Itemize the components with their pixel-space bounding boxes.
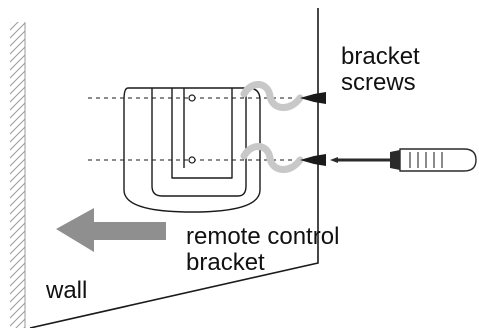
label-bracket-screws-line2: screws — [341, 69, 416, 96]
wall-plane — [29, 8, 319, 328]
remote-control-bracket — [123, 87, 261, 213]
top-screw-icon — [300, 92, 326, 104]
bottom-screw-guide — [88, 156, 316, 164]
label-remote-control-bracket-line2: bracket — [186, 249, 265, 276]
curl-arrow-bottom — [240, 143, 304, 173]
label-remote-control-bracket: remote control bracket — [186, 224, 386, 276]
curl-arrow-top — [240, 81, 304, 111]
label-bracket-screws: bracket screws — [341, 44, 471, 96]
bottom-screw-icon — [300, 154, 326, 166]
label-wall: wall — [46, 277, 88, 304]
wall-hatch — [10, 22, 26, 328]
label-bracket-screws-line1: bracket — [341, 43, 420, 70]
label-remote-control-bracket-line1: remote control — [186, 223, 340, 250]
arrow-left-icon — [56, 208, 166, 252]
screwdriver-icon — [330, 148, 477, 172]
top-screw-guide — [88, 94, 316, 102]
